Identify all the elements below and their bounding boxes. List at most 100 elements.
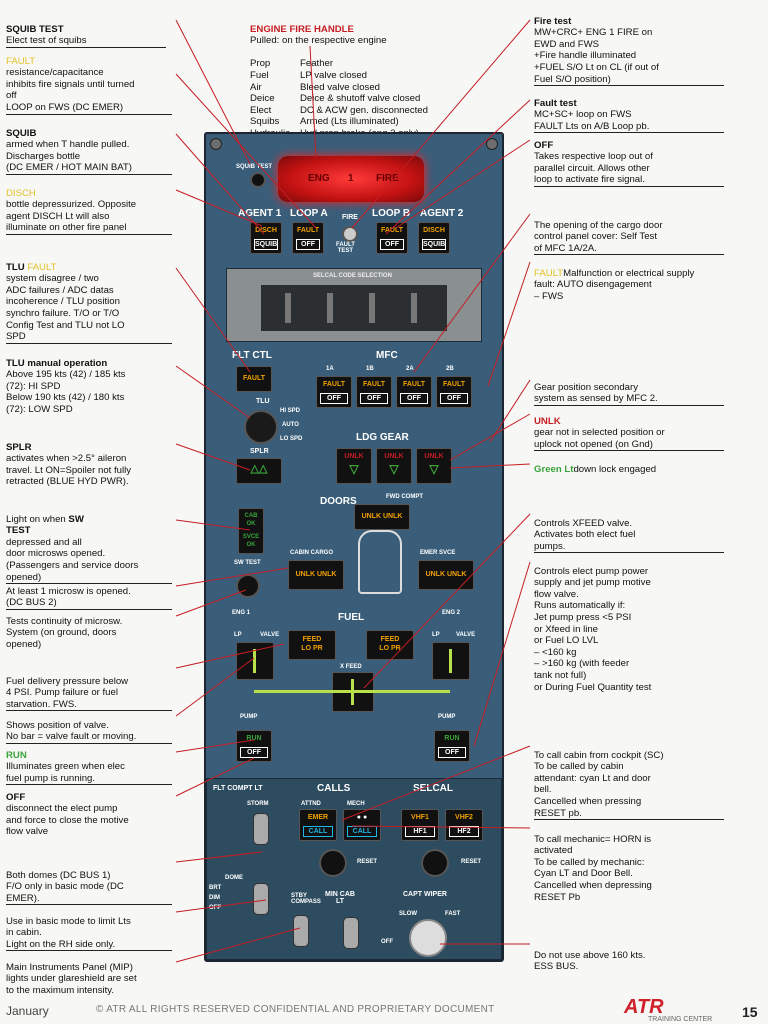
disch-label: DISCH — [6, 187, 36, 199]
fire-test-button[interactable] — [342, 226, 358, 242]
green-lt-note: Green Ltdown lock engaged — [534, 452, 724, 475]
stby-compass-toggle[interactable] — [293, 915, 309, 947]
green-lt-text: down lock engaged — [573, 463, 657, 475]
storm-label: STORM — [247, 801, 269, 807]
dome-brt-label: BRT — [209, 885, 222, 891]
green-lt-label: Green Lt — [534, 463, 574, 475]
mechanic-call-note: To call mechanic= HORN is activated To b… — [534, 822, 724, 903]
mfc-2b-button[interactable]: FAULT OFF — [436, 376, 472, 408]
cab-ok-light: CAB OK — [244, 513, 258, 527]
fire-test-label: FIRE — [342, 214, 358, 221]
pump-2-run-light: RUN — [444, 735, 460, 742]
off-text: disconnect the elect pump and force to c… — [6, 803, 129, 838]
footer-month: January — [6, 1004, 49, 1018]
pump-1-button[interactable]: RUN OFF — [236, 730, 272, 762]
loop-b-button[interactable]: FAULT OFF — [376, 222, 408, 254]
ldg-gear-indicator-3: UNLK▽ — [416, 448, 452, 484]
calls-reset-button[interactable] — [319, 849, 347, 877]
fuel-title: FUEL — [338, 612, 365, 623]
splr-title: SPLR — [6, 441, 32, 453]
fuel-crossfeed-line — [254, 690, 450, 693]
min-cab-lt-toggle[interactable] — [343, 917, 359, 949]
agent2-squib-button[interactable]: DISCH SQUIB — [418, 222, 450, 254]
splr-text: activates when >2.5° aileron travel. Lt … — [6, 453, 132, 488]
cabin-call-note: To call cabin from cockpit (SC) To be ca… — [534, 738, 724, 832]
squib-test-label: SQUIB TEST — [236, 164, 273, 170]
selcal-title: SELCAL — [413, 783, 453, 794]
squib-title: SQUIB — [6, 127, 37, 139]
emer-svce-unlk-light: UNLK UNLK — [425, 571, 467, 578]
selcal-vhf1-hf1-button[interactable]: VHF1 HF1 — [401, 809, 439, 841]
cargo-note: The opening of the cargo door control pa… — [534, 208, 724, 267]
engine-fire-handle[interactable]: ENG 1 FIRE — [278, 156, 424, 202]
pump-label-right: PUMP — [438, 714, 456, 720]
wiper-off-label: OFF — [381, 939, 393, 945]
disch-text: bottle depressurized. Opposite agent DIS… — [6, 199, 172, 235]
pump-label-left: PUMP — [240, 714, 258, 720]
wiper-note: Do not use above 160 kts. ESS BUS. — [534, 938, 724, 973]
attnd-call-button[interactable]: EMER CALL — [299, 809, 337, 841]
unlk-text: gear not in selected position or uplock … — [534, 427, 724, 452]
engine-fire-handle-title: ENGINE FIRE HANDLE — [250, 23, 354, 35]
mech-call-button[interactable]: ● ● CALL — [343, 809, 381, 841]
row-key: Elect — [250, 104, 272, 116]
sw-test-label: SW TEST — [234, 560, 261, 566]
selcal-reset-button[interactable] — [421, 849, 449, 877]
mfc-fault-light: FAULT — [442, 381, 466, 388]
tlu-manual-title: TLU manual operation — [6, 357, 108, 369]
row-key: Prop — [250, 58, 271, 70]
overhead-panel: SQUIB TEST ENG 1 FIRE AGENT 1 LOOP A FIR… — [204, 132, 504, 962]
squib-test-button[interactable] — [250, 172, 266, 188]
capt-wiper-selector[interactable] — [409, 919, 447, 957]
sw-test-text: depressed and all door microsws opened. … — [6, 537, 172, 585]
pump-2-button[interactable]: RUN OFF — [434, 730, 470, 762]
row-key: Deice — [250, 93, 275, 105]
loop-a-button[interactable]: FAULT OFF — [292, 222, 324, 254]
fault-test-title: Fault test — [534, 97, 577, 109]
storm-toggle[interactable] — [253, 813, 269, 845]
ldg-gear-indicator-2: UNLK▽ — [376, 448, 412, 484]
basic-mode-text: Use in basic mode to limit Lts in cabin.… — [6, 916, 172, 952]
disch-light: DISCH — [423, 227, 445, 234]
squib-text: armed when T handle pulled. Discharges b… — [6, 139, 172, 175]
valve-label-left: VALVE — [260, 632, 280, 638]
fault-text: resistance/capacitance inhibits fire sig… — [6, 67, 172, 115]
dome-toggle[interactable] — [253, 883, 269, 915]
sw-test-button[interactable] — [236, 574, 260, 598]
lp-valve-1-indicator — [236, 642, 274, 680]
mfc-off-light: OFF — [320, 393, 348, 404]
panel-screw — [210, 138, 222, 150]
mfc-col-label: 2A — [406, 366, 414, 372]
selcal-vhf2-hf2-button[interactable]: VHF2 HF2 — [445, 809, 483, 841]
row-value: Bleed valve closed — [300, 81, 380, 93]
agent1-squib-button[interactable]: DISCH SQUIB — [250, 222, 282, 254]
mfc-off-light: OFF — [440, 393, 468, 404]
selcal-wheel-3[interactable] — [369, 293, 375, 323]
loop-b-fault-light: FAULT — [380, 227, 404, 234]
dome-off-label: OFF — [209, 905, 221, 911]
lp-label-left: LP — [234, 632, 242, 638]
tlu-selector[interactable] — [244, 410, 278, 444]
cabin-cargo-unlk-light: UNLK UNLK — [295, 571, 337, 578]
agent2-label: AGENT 2 — [420, 208, 464, 219]
wiper-text: Do not use above 160 kts. ESS BUS. — [534, 949, 646, 973]
wiper-fast-label: FAST — [445, 911, 461, 917]
gear-note: Gear position secondary system as sensed… — [534, 370, 724, 417]
pump-1-off-light: OFF — [240, 747, 268, 758]
pump-2-off-light: OFF — [438, 747, 466, 758]
selcal-wheel-2[interactable] — [327, 293, 333, 323]
lp-label-right: LP — [432, 632, 440, 638]
flt-ctl-fault-button[interactable]: FAULT — [236, 366, 272, 392]
wiper-slow-label: SLOW — [399, 911, 417, 917]
selcal-wheel-4[interactable] — [411, 293, 417, 323]
selcal-wheel-1[interactable] — [285, 293, 291, 323]
